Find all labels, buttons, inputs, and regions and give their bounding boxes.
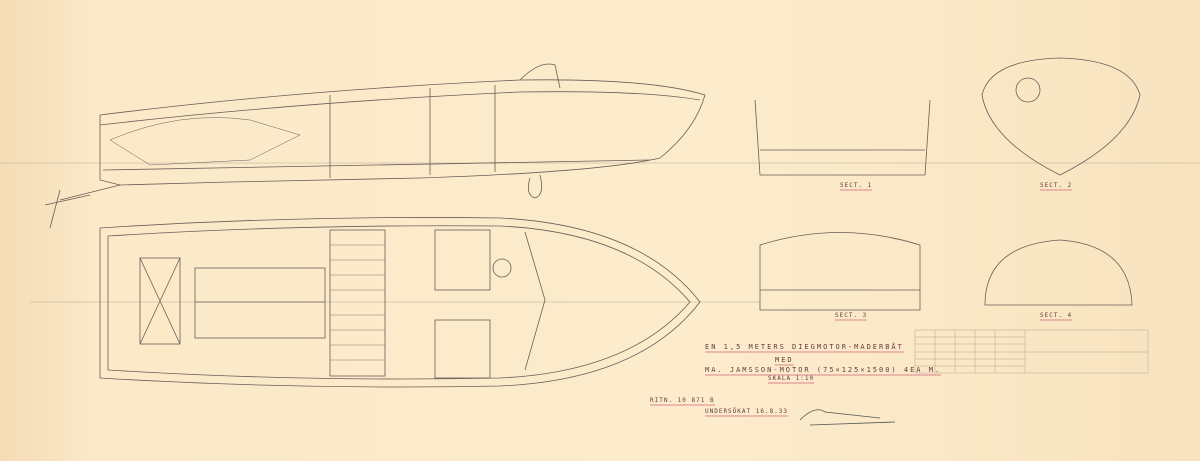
offset-table xyxy=(914,329,1149,374)
section-label-4: SECT. 4 xyxy=(1040,312,1073,321)
title-line-1: EN 1,5 METERS DIEGMOTOR-MADERBÅT xyxy=(705,343,904,353)
profile-view xyxy=(44,63,706,229)
section-label-1: SECT. 1 xyxy=(840,182,873,191)
scale-label: SKALA 1:10 xyxy=(768,375,815,384)
title-line-3: MA. JAMSSON-MOTOR (75×125×1500) 4EA M. xyxy=(705,366,942,376)
date-label: UNDERSÖKAT 16.8.33 xyxy=(705,408,789,417)
signature-mark xyxy=(799,409,896,426)
section-views xyxy=(754,57,1141,311)
section-label-2: SECT. 2 xyxy=(1040,182,1073,191)
section-label-3: SECT. 3 xyxy=(835,312,868,321)
title-line-2: MED xyxy=(775,356,794,366)
plan-view xyxy=(99,217,701,388)
drawing-number: RITN. 10 871 B xyxy=(650,397,715,406)
